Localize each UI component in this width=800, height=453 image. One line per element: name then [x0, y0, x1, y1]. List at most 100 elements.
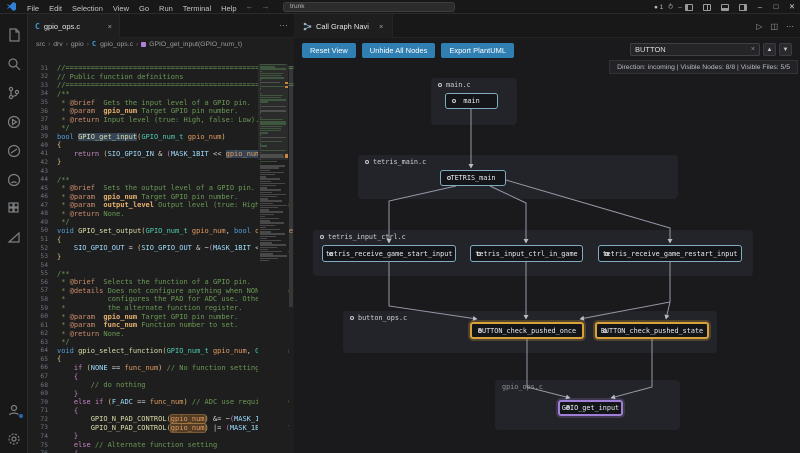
tab-close-icon[interactable]: ×: [107, 21, 112, 31]
settings-gear-icon[interactable]: [6, 431, 22, 447]
line-number: 37: [40, 116, 48, 124]
reset-view-button[interactable]: Reset View: [302, 43, 356, 58]
toggle-sidebar-icon[interactable]: [685, 3, 693, 11]
sync-icon[interactable]: ⥁: [668, 4, 674, 11]
split-editor-icon[interactable]: ◫: [770, 21, 778, 31]
menu-edit[interactable]: Edit: [49, 3, 63, 13]
minimap-line: [260, 66, 275, 68]
graph-node-BUTTON_check_pushed_once[interactable]: BUTTON_check_pushed_once: [470, 322, 584, 339]
code-line: 66 if (NONE == func_num) // No function …: [28, 364, 294, 373]
minimize-button[interactable]: –: [757, 2, 763, 11]
toggle-secondary-sidebar-icon[interactable]: [739, 3, 747, 11]
graph-node-tetris_receive_game_start_input[interactable]: tetris_receive_game_start_input: [322, 245, 456, 262]
minimap-line: [260, 81, 280, 83]
prev-match-button[interactable]: ▲: [763, 43, 776, 56]
panel-body: Reset View Unhide All Nodes Export PlantUM…: [294, 38, 800, 453]
clear-search-icon[interactable]: ×: [750, 46, 755, 53]
code-line: 34/**: [28, 90, 294, 99]
minimap-line: [260, 242, 272, 244]
extensions-icon[interactable]: [6, 201, 22, 217]
line-number: 50: [40, 227, 48, 235]
file-group-header: button_ops.c: [350, 314, 407, 322]
drawio-kite-icon[interactable]: [6, 230, 22, 246]
menu-file[interactable]: File: [27, 3, 40, 13]
graph-search-input[interactable]: [635, 45, 751, 54]
toggle-panel-icon[interactable]: [721, 3, 729, 11]
menu-run[interactable]: Run: [159, 3, 173, 13]
graph-node-tetris_input_ctrl_in_game[interactable]: tetris_input_ctrl_in_game: [470, 245, 583, 262]
minimap-line: [260, 134, 261, 136]
minimap-line: [260, 213, 274, 215]
editor-scrollbar[interactable]: [288, 64, 294, 453]
remote-explorer-icon[interactable]: [6, 143, 22, 159]
scrollbar-thumb[interactable]: [289, 66, 293, 308]
code-line: 55/**: [28, 270, 294, 279]
run-debug-icon[interactable]: [6, 114, 22, 130]
activity-bar-bottom: [6, 389, 24, 447]
minimap-slider[interactable]: [258, 64, 288, 160]
breadcrumb-item[interactable]: src: [36, 40, 46, 48]
unhide-all-nodes-button[interactable]: Unhide All Nodes: [361, 43, 436, 58]
minimap-line: [260, 218, 279, 220]
panel-tab-close-icon[interactable]: ×: [378, 21, 384, 31]
menu-go[interactable]: Go: [139, 3, 150, 13]
symbol-method-icon: [141, 41, 147, 47]
breadcrumb-item[interactable]: drv: [53, 40, 63, 48]
maximize-button[interactable]: □: [773, 2, 779, 11]
circle-icon: [438, 83, 442, 87]
minimap-line: [260, 116, 262, 119]
export-plantuml-button[interactable]: Export PlantUML: [441, 43, 515, 58]
command-center-search[interactable]: trunk: [283, 2, 455, 12]
split-editor-icon[interactable]: [703, 3, 711, 11]
minimap-line: [260, 235, 276, 237]
code-line: 59 * the alternate function register.: [28, 304, 294, 313]
breadcrumb-item[interactable]: gpio: [70, 40, 84, 48]
minimap-line: [260, 141, 282, 143]
minimap[interactable]: [258, 64, 288, 453]
edge-TETRIS_main-to-tetris_receive_game_restart_input: [505, 179, 673, 244]
breadcrumb-item[interactable]: GPIO_get_input(GPIO_num_t): [149, 40, 243, 48]
code-area[interactable]: 31//====================================…: [28, 64, 294, 453]
tab-gpio-ops[interactable]: C gpio_ops.c ×: [28, 14, 120, 38]
menu-help[interactable]: Help: [221, 3, 237, 13]
more-icon[interactable]: ⋯: [786, 21, 794, 31]
panel-tab-actions: ▷ ◫ ⋯: [756, 14, 794, 38]
tab-call-graph-navi[interactable]: Call Graph Navi ×: [294, 14, 394, 38]
run-icon[interactable]: ▷: [756, 21, 763, 31]
graph-node-tetris_receive_game_restart_input[interactable]: tetris_receive_game_restart_input: [598, 245, 742, 262]
graph-node-TETRIS_main[interactable]: TETRIS_main: [440, 170, 506, 186]
line-number: 47: [40, 201, 48, 209]
code-line: 63 */: [28, 338, 294, 347]
github-icon[interactable]: [6, 172, 22, 188]
close-button[interactable]: ✕: [788, 2, 796, 11]
line-number: 62: [40, 330, 48, 338]
function-dot-icon: [566, 406, 570, 410]
minimap-line: [260, 105, 286, 108]
notification-dot-icon[interactable]: ● 1: [653, 3, 664, 11]
code-line: 36 * @param gpio_num Target GPIO pin num…: [28, 107, 294, 116]
line-number: 71: [40, 407, 48, 415]
activity-bar: [0, 14, 28, 453]
source-control-icon[interactable]: [6, 85, 22, 101]
menu-view[interactable]: View: [112, 3, 130, 13]
menu-selection[interactable]: Selection: [72, 3, 103, 13]
line-number: 66: [40, 364, 48, 372]
editor-more-actions-icon[interactable]: ⋯: [279, 20, 288, 30]
breadcrumb-item[interactable]: gpio_ops.c: [100, 40, 133, 48]
code-line: 57 * @details Does not configure anythin…: [28, 287, 294, 296]
search-icon[interactable]: [6, 56, 22, 72]
graph-node-GPIO_get_input[interactable]: GPIO_get_input: [558, 400, 623, 416]
history-back-icon[interactable]: ←: [245, 2, 254, 11]
account-icon[interactable]: [6, 402, 24, 419]
graph-search-input-wrap: ×: [630, 43, 760, 56]
history-forward-icon[interactable]: →: [261, 2, 270, 11]
next-match-button[interactable]: ▼: [779, 43, 792, 56]
minimap-line: [260, 167, 279, 169]
line-number: 52: [40, 244, 48, 252]
graph-node-main[interactable]: main: [445, 93, 498, 109]
graph-node-BUTTON_check_pushed_state[interactable]: BUTTON_check_pushed_state: [595, 322, 709, 339]
menu-terminal[interactable]: Terminal: [182, 3, 212, 13]
explorer-icon[interactable]: [6, 27, 22, 43]
